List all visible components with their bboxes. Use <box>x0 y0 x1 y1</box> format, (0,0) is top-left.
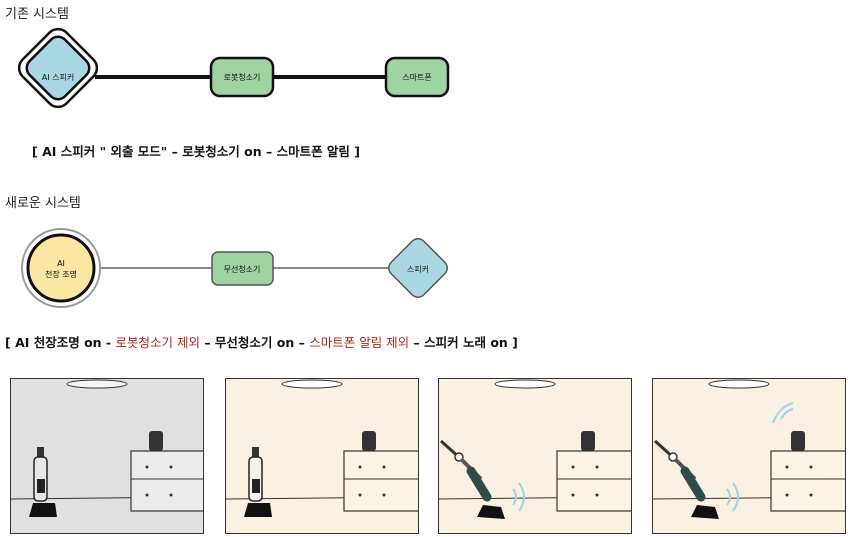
scene-illustration-2 <box>226 379 418 517</box>
robot-vacuum-node: 로봇청소기 <box>209 56 275 98</box>
cordless-vacuum-node: 무선청소기 <box>211 251 274 286</box>
ai-ceiling-light-node: AI 천장 조명 <box>21 228 101 308</box>
speaker-node: 스피커 <box>388 238 448 298</box>
ai-light-label-line1: AI <box>57 259 65 268</box>
caption-part-4: 스마트폰 알림 제외 <box>309 335 410 350</box>
caption-part-3: – 무선청소기 on – <box>199 335 310 350</box>
caption-part-2: 로봇청소기 제외 <box>115 335 200 350</box>
cordless-vacuum-label: 무선청소기 <box>224 265 261 274</box>
scene-illustration-1 <box>11 379 203 517</box>
existing-system-title: 기존 시스템 <box>5 7 69 22</box>
existing-system-caption: [ AI 스피커 " 외출 모드" – 로봇청소기 on – 스마트폰 알림 ] <box>32 144 360 159</box>
existing-system-diagram: AI 스피커 로봇청소기 스마트폰 <box>17 28 450 109</box>
speaker-label: 스피커 <box>407 265 429 274</box>
scene-panel-4 <box>652 378 846 534</box>
smartphone-label: 스마트폰 <box>402 73 431 82</box>
scene-illustration-3 <box>439 379 631 519</box>
scene-panel-1 <box>10 378 204 534</box>
new-system-title: 새로운 시스템 <box>5 196 81 211</box>
caption-part-5: – 스피커 노래 on ] <box>409 335 518 350</box>
smartphone-node: 스마트폰 <box>384 56 450 98</box>
scene-illustration-4 <box>653 379 845 519</box>
caption-part-1: [ AI 천장조명 on - <box>5 335 116 350</box>
ai-light-label-line2: 천장 조명 <box>45 269 77 279</box>
scene-panel-3 <box>438 378 632 534</box>
robot-vacuum-label: 로봇청소기 <box>224 73 261 82</box>
ai-speaker-label: AI 스피커 <box>42 73 74 82</box>
new-system-caption: [ AI 천장조명 on - 로봇청소기 제외 – 무선청소기 on – 스마트… <box>5 332 518 351</box>
ai-speaker-node: AI 스피커 <box>17 28 99 109</box>
scene-panel-2 <box>225 378 419 534</box>
new-system-diagram: AI 천장 조명 무선청소기 스피커 <box>21 228 448 308</box>
